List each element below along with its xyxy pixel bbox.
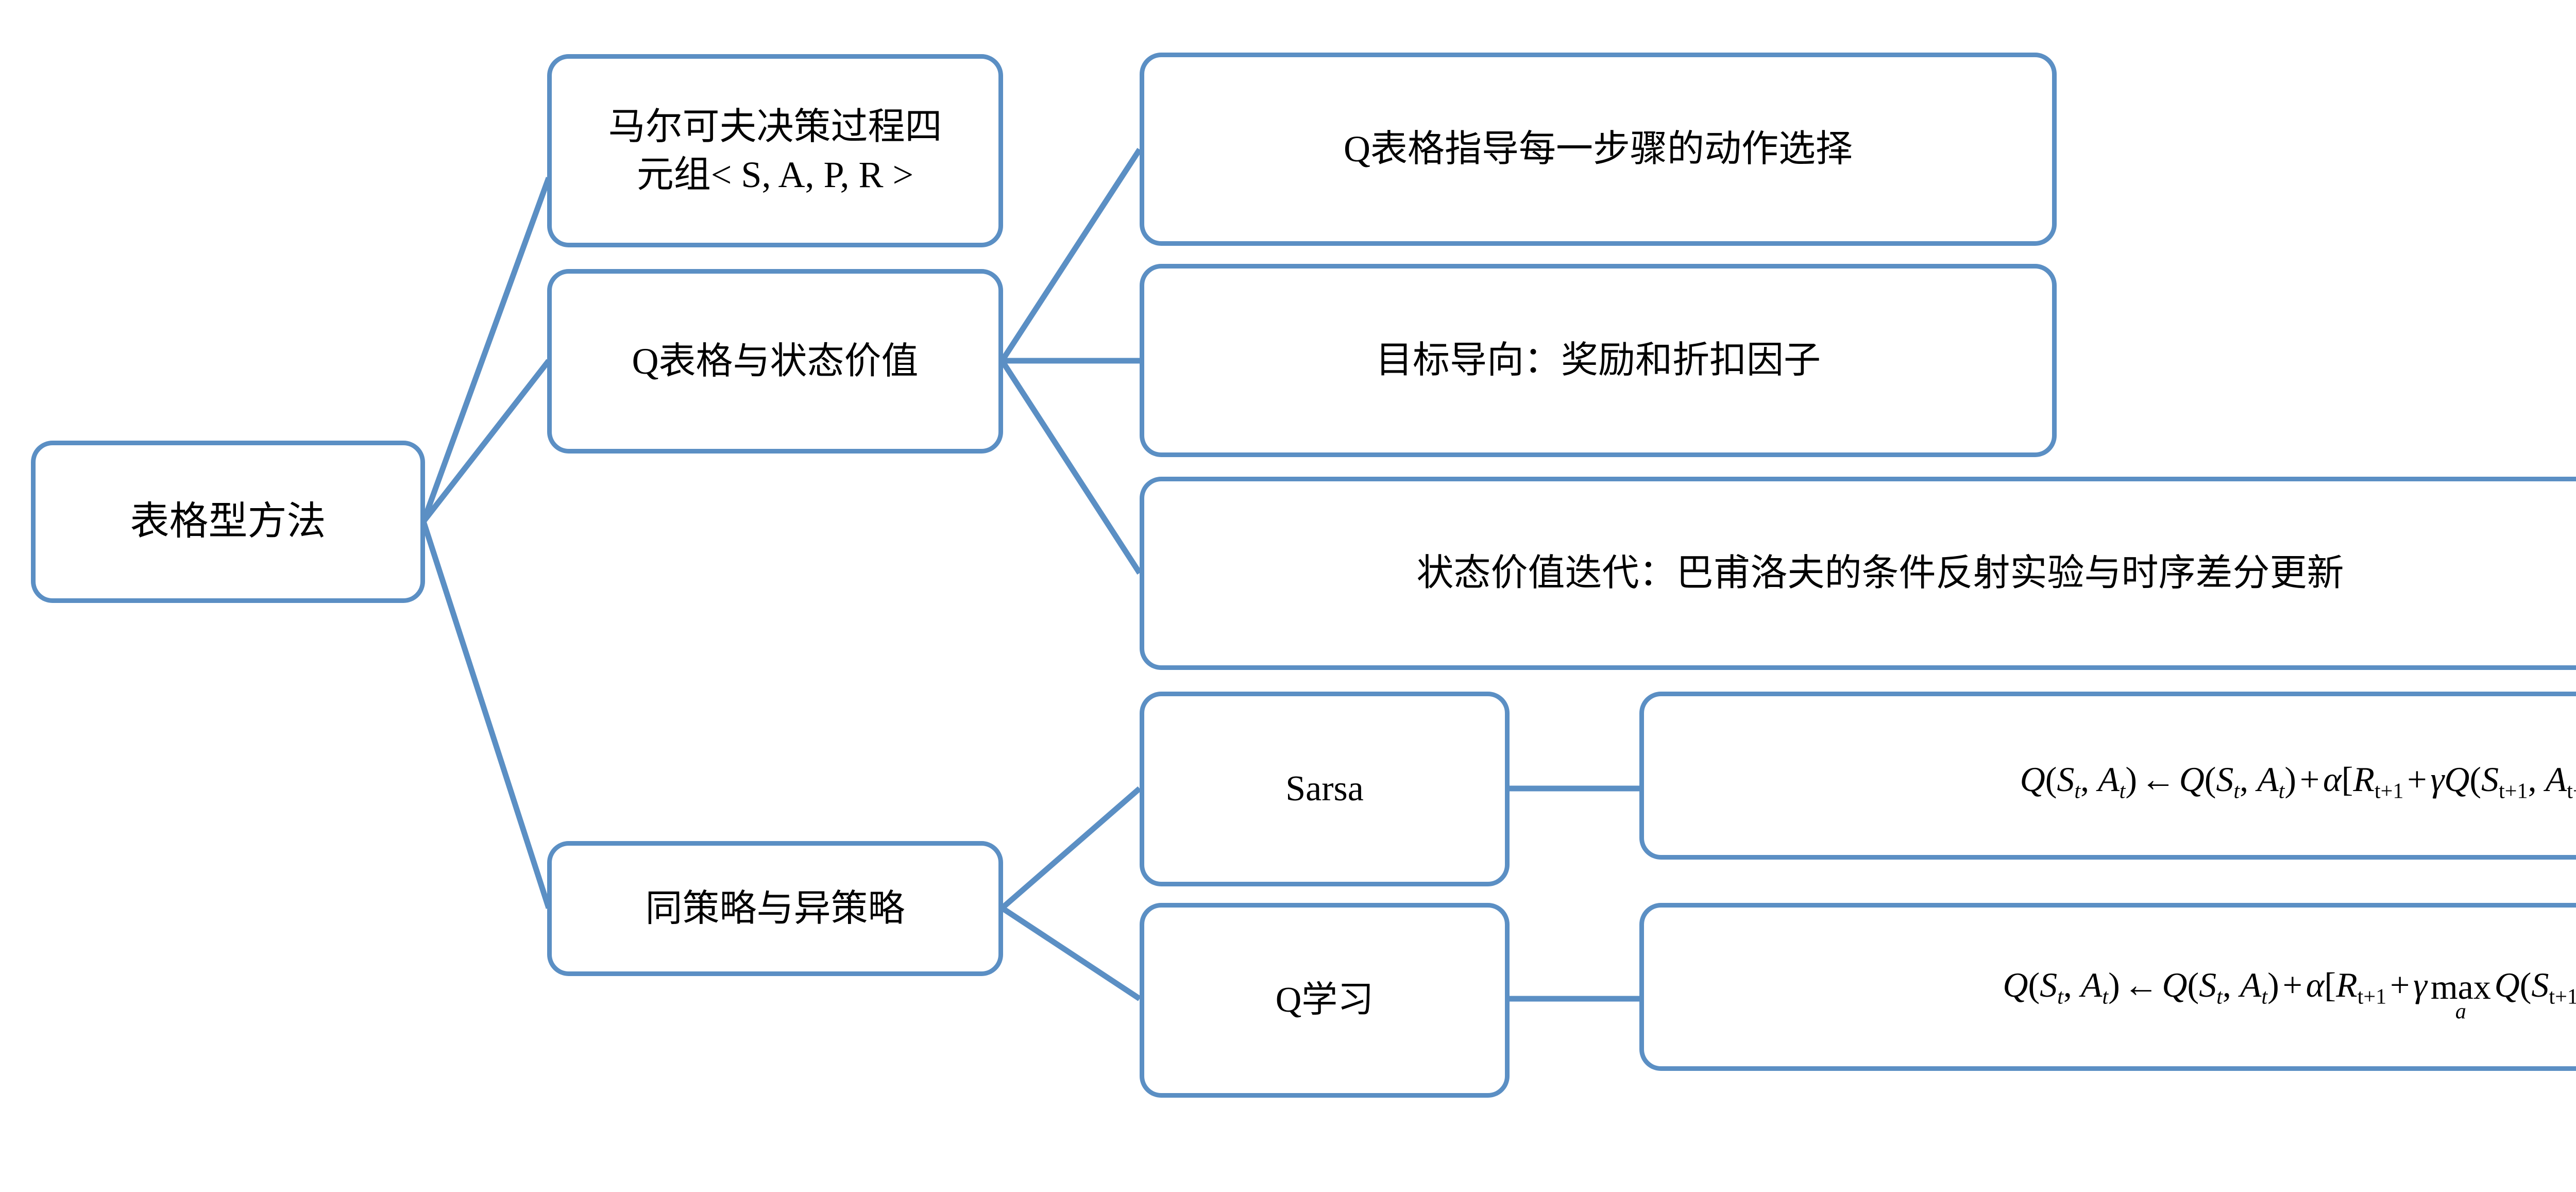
node-root-label: 表格型方法 — [130, 499, 326, 543]
edge-qtable-to-leaf1 — [999, 147, 1142, 363]
edge-policy-to-qlearning — [1000, 905, 1142, 1001]
node-qtable-leaf-goal-oriented[interactable]: 目标导向：奖励和折扣因子 — [1140, 264, 2057, 457]
edge-root-to-mdp — [420, 177, 552, 523]
node-formula-sarsa[interactable]: Q(St, At)←Q(St, At)+α[Rt+1+γQ(St+1, At+1… — [1639, 692, 2576, 860]
node-mdp-label: 马尔可夫决策过程四 元组< S, A, P, R > — [608, 106, 942, 195]
node-qtable-leaf-goal-oriented-label: 目标导向：奖励和折扣因子 — [1375, 340, 1821, 381]
node-sarsa-label: Sarsa — [1285, 769, 1364, 809]
node-policy-label: 同策略与异策略 — [645, 887, 905, 929]
node-sarsa[interactable]: Sarsa — [1140, 692, 1510, 886]
node-qtable-leaf-value-iteration-label: 状态价值迭代：巴甫洛夫的条件反射实验与时序差分更新 — [1416, 552, 2344, 594]
node-qlearning-label: Q学习 — [1275, 980, 1374, 1020]
node-qtable-leaf-value-iteration[interactable]: 状态价值迭代：巴甫洛夫的条件反射实验与时序差分更新 — [1140, 477, 2576, 670]
formula-qlearning-math: Q(St, At)←Q(St, At)+α[Rt+1+γmaxaQ(St+1, … — [2003, 965, 2576, 1023]
node-mdp[interactable]: 马尔可夫决策过程四 元组< S, A, P, R > — [547, 54, 1003, 247]
node-root[interactable]: 表格型方法 — [31, 441, 425, 603]
node-formula-sarsa-label: Q(St, At)←Q(St, At)+α[Rt+1+γQ(St+1, At+1… — [2007, 746, 2576, 805]
node-qtable-label: Q表格与状态价值 — [632, 340, 919, 382]
node-qlearning[interactable]: Q学习 — [1140, 903, 1510, 1098]
node-formula-qlearning[interactable]: Q(St, At)←Q(St, At)+α[Rt+1+γmaxaQ(St+1, … — [1639, 903, 2576, 1071]
edge-root-to-policy — [420, 521, 552, 909]
edge-policy-to-sarsa — [1000, 786, 1142, 911]
formula-sarsa-math: Q(St, At)←Q(St, At)+α[Rt+1+γQ(St+1, At+1… — [2020, 759, 2576, 803]
node-qtable-leaf-action-selection-label: Q表格指导每一步骤的动作选择 — [1344, 128, 1853, 170]
node-qtable-leaf-action-selection[interactable]: Q表格指导每一步骤的动作选择 — [1140, 53, 2057, 246]
edge-root-to-qtable — [421, 359, 551, 524]
node-formula-qlearning-label: Q(St, At)←Q(St, At)+α[Rt+1+γmaxaQ(St+1, … — [1989, 952, 2576, 1022]
node-policy[interactable]: 同策略与异策略 — [547, 841, 1003, 976]
edge-qtable-to-leaf3 — [999, 359, 1142, 575]
node-qtable[interactable]: Q表格与状态价值 — [547, 269, 1003, 454]
